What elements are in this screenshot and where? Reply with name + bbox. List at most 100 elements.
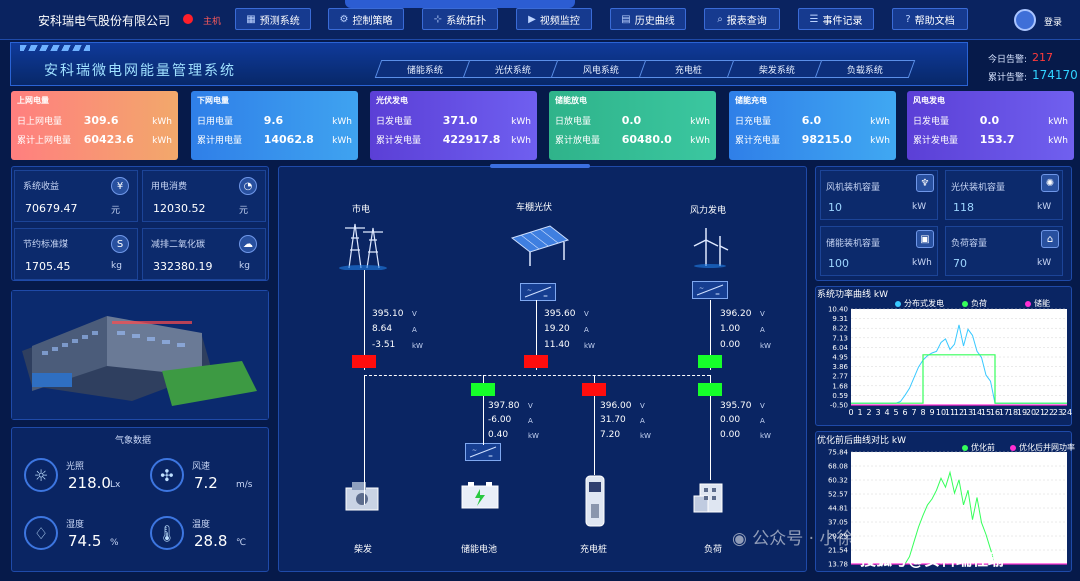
- y-tick-label: 37.05: [828, 519, 848, 527]
- tab-diesel-system[interactable]: 柴发系统: [726, 60, 828, 78]
- energy-row-unit: kWh: [1048, 136, 1068, 146]
- energy-row-value: 60480.0: [621, 133, 672, 146]
- svg-text:=: =: [715, 291, 720, 298]
- tab-storage-system[interactable]: 储能系统: [374, 60, 476, 78]
- stat-value: 100: [828, 257, 849, 270]
- stat-label: 系统收益: [23, 182, 60, 192]
- inverter-icon[interactable]: ~=: [520, 283, 556, 301]
- stat-value: 118: [953, 201, 974, 214]
- series-line-1: [851, 470, 1067, 565]
- y-tick-label: 3.86: [832, 363, 848, 371]
- tab-charger[interactable]: 充电桩: [638, 60, 740, 78]
- energy-row-value: 6.0: [801, 114, 822, 127]
- compare-chart-title: 优化前后曲线对比 kW: [817, 436, 907, 446]
- bus-line: [483, 375, 484, 445]
- diesel-generator-icon[interactable]: [342, 478, 384, 514]
- tab-pv-system[interactable]: 光伏系统: [462, 60, 564, 78]
- x-tick-label: 6: [902, 408, 907, 417]
- transmission-tower-icon[interactable]: [335, 218, 391, 271]
- breaker-closed-switch[interactable]: [524, 355, 548, 368]
- x-tick-label: 8: [920, 408, 925, 417]
- solar-icon: ✺: [1041, 174, 1059, 192]
- unit-v: V: [640, 402, 645, 410]
- power-reading: 0.00: [720, 430, 741, 440]
- load-building-icon[interactable]: [692, 478, 732, 516]
- nav-button-video[interactable]: ▶视频监控: [516, 8, 592, 30]
- stat-unit: kW: [1037, 258, 1052, 268]
- y-tick-label: 10.40: [828, 306, 848, 314]
- unit-kw: kW: [760, 342, 771, 350]
- x-tick-label: 2: [866, 408, 871, 417]
- energy-row-label: 日充电量: [735, 117, 772, 127]
- breaker-open-switch[interactable]: [698, 355, 722, 368]
- weather-label: 湿度: [66, 520, 85, 530]
- nav-button-events[interactable]: ☰事件记录: [798, 8, 874, 30]
- breaker-open-switch[interactable]: [471, 383, 495, 396]
- breaker-open-switch[interactable]: [698, 383, 722, 396]
- nav-button-help[interactable]: ?帮助文档: [892, 8, 968, 30]
- nav-button-strategy[interactable]: ⚙控制策略: [328, 8, 404, 30]
- energy-card-title: 储能充电: [735, 96, 767, 105]
- host-label: 主机: [203, 17, 222, 27]
- weather-value: 28.8: [194, 532, 228, 550]
- current-reading: 1.00: [720, 324, 741, 334]
- weather-unit: Lx: [110, 480, 121, 490]
- x-tick-label: 10: [936, 408, 946, 417]
- y-tick-label: 9.31: [832, 315, 848, 323]
- unit-v: V: [760, 402, 765, 410]
- bus-line: [710, 375, 711, 480]
- list-icon: ☰: [809, 13, 819, 25]
- nav-button-topology[interactable]: ⊹系统拓扑: [422, 8, 498, 30]
- energy-card-title: 光伏发电: [376, 96, 408, 105]
- nav-button-report[interactable]: ⌕报表查询: [704, 8, 780, 30]
- unit-v: V: [584, 310, 589, 318]
- current-reading: 19.20: [544, 324, 570, 334]
- nav-button-history[interactable]: ▤历史曲线: [610, 8, 686, 30]
- unit-a: A: [528, 417, 533, 425]
- stat-unit: 元: [111, 206, 121, 216]
- login-link[interactable]: 登录: [1044, 18, 1063, 28]
- inverter-icon[interactable]: ~=: [692, 281, 728, 299]
- current-reading: 0.00: [720, 415, 741, 425]
- breaker-closed-switch[interactable]: [352, 355, 376, 368]
- y-tick-label: 44.81: [828, 505, 848, 513]
- x-tick-label: 0: [848, 408, 853, 417]
- unit-v: V: [528, 402, 533, 410]
- y-tick-label: 0.59: [832, 392, 848, 400]
- voltage-reading: 395.60: [544, 309, 576, 319]
- stat-value: 1705.45: [25, 260, 71, 273]
- stat-unit: kg: [239, 261, 250, 271]
- control-icon: ⚙: [339, 13, 349, 25]
- dashed-bus: [364, 375, 710, 376]
- node-label-battery: 储能电池: [461, 545, 498, 555]
- energy-row-unit: kWh: [1048, 117, 1068, 127]
- energy-row-label: 日发电量: [376, 117, 413, 127]
- stat-unit: kg: [111, 261, 122, 271]
- tab-wind-system[interactable]: 风电系统: [550, 60, 652, 78]
- legend-distributed: 分布式发电: [895, 298, 944, 309]
- x-tick-label: 17: [999, 408, 1009, 417]
- x-tick-label: 18: [1008, 408, 1018, 417]
- user-avatar-icon[interactable]: [1014, 9, 1036, 31]
- battery-storage-icon[interactable]: [460, 480, 500, 510]
- charging-pile-icon[interactable]: [580, 474, 610, 530]
- energy-row-label: 日放电量: [555, 117, 592, 127]
- weather-panel: [11, 427, 269, 572]
- inverter-icon[interactable]: ~=: [465, 443, 501, 461]
- energy-row-unit: kWh: [332, 136, 352, 146]
- alarm-total-value: 174170: [1032, 68, 1078, 82]
- x-tick-label: 9: [929, 408, 934, 417]
- energy-row-value: 371.0: [442, 114, 478, 127]
- solar-carport-icon[interactable]: [508, 222, 572, 268]
- energy-row-unit: kWh: [870, 136, 890, 146]
- tab-load-system[interactable]: 负载系统: [814, 60, 916, 78]
- energy-row-unit: kWh: [870, 117, 890, 127]
- x-tick-label: 5: [893, 408, 898, 417]
- stat-unit: kW: [1037, 202, 1052, 212]
- wind-turbine-icon[interactable]: [690, 228, 730, 268]
- weather-value: 7.2: [194, 474, 218, 492]
- nav-button-forecast[interactable]: ▦预测系统: [235, 8, 311, 30]
- breaker-closed-switch[interactable]: [582, 383, 606, 396]
